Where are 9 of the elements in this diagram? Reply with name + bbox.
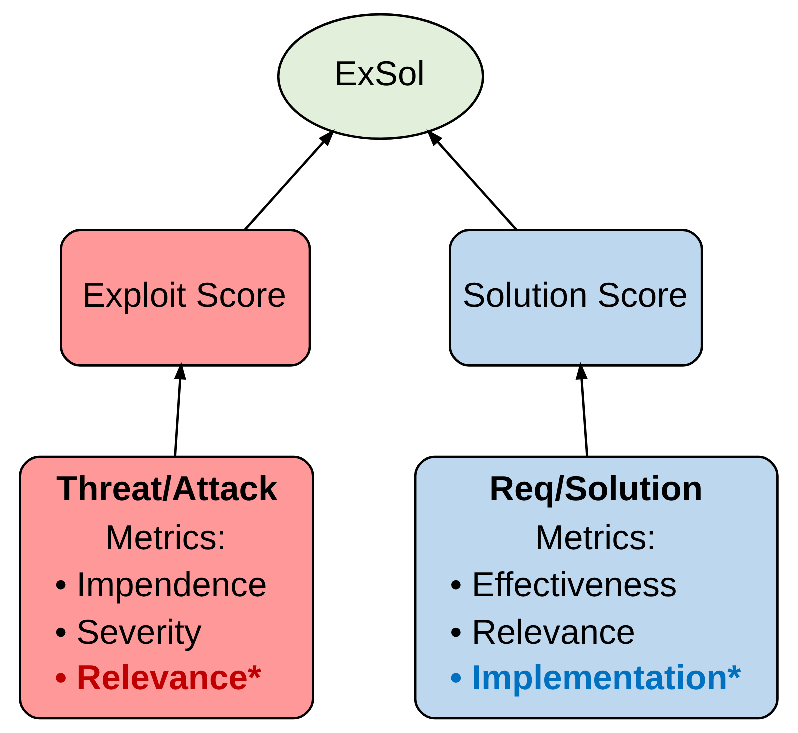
node-box: Threat/Attack Metrics: • Impendence • Severity • Relevance* [19, 456, 314, 720]
arrow [244, 129, 336, 231]
node-box: Req/Solution Metrics: • Effectiveness • Relevance • Implementation* [414, 456, 779, 720]
arrow [174, 362, 186, 457]
node-ellipse: ExSol [277, 13, 484, 140]
arrow [426, 129, 518, 231]
node-box: Solution Score [449, 229, 704, 367]
node-box: Exploit Score [60, 229, 312, 367]
arrow [576, 362, 589, 457]
